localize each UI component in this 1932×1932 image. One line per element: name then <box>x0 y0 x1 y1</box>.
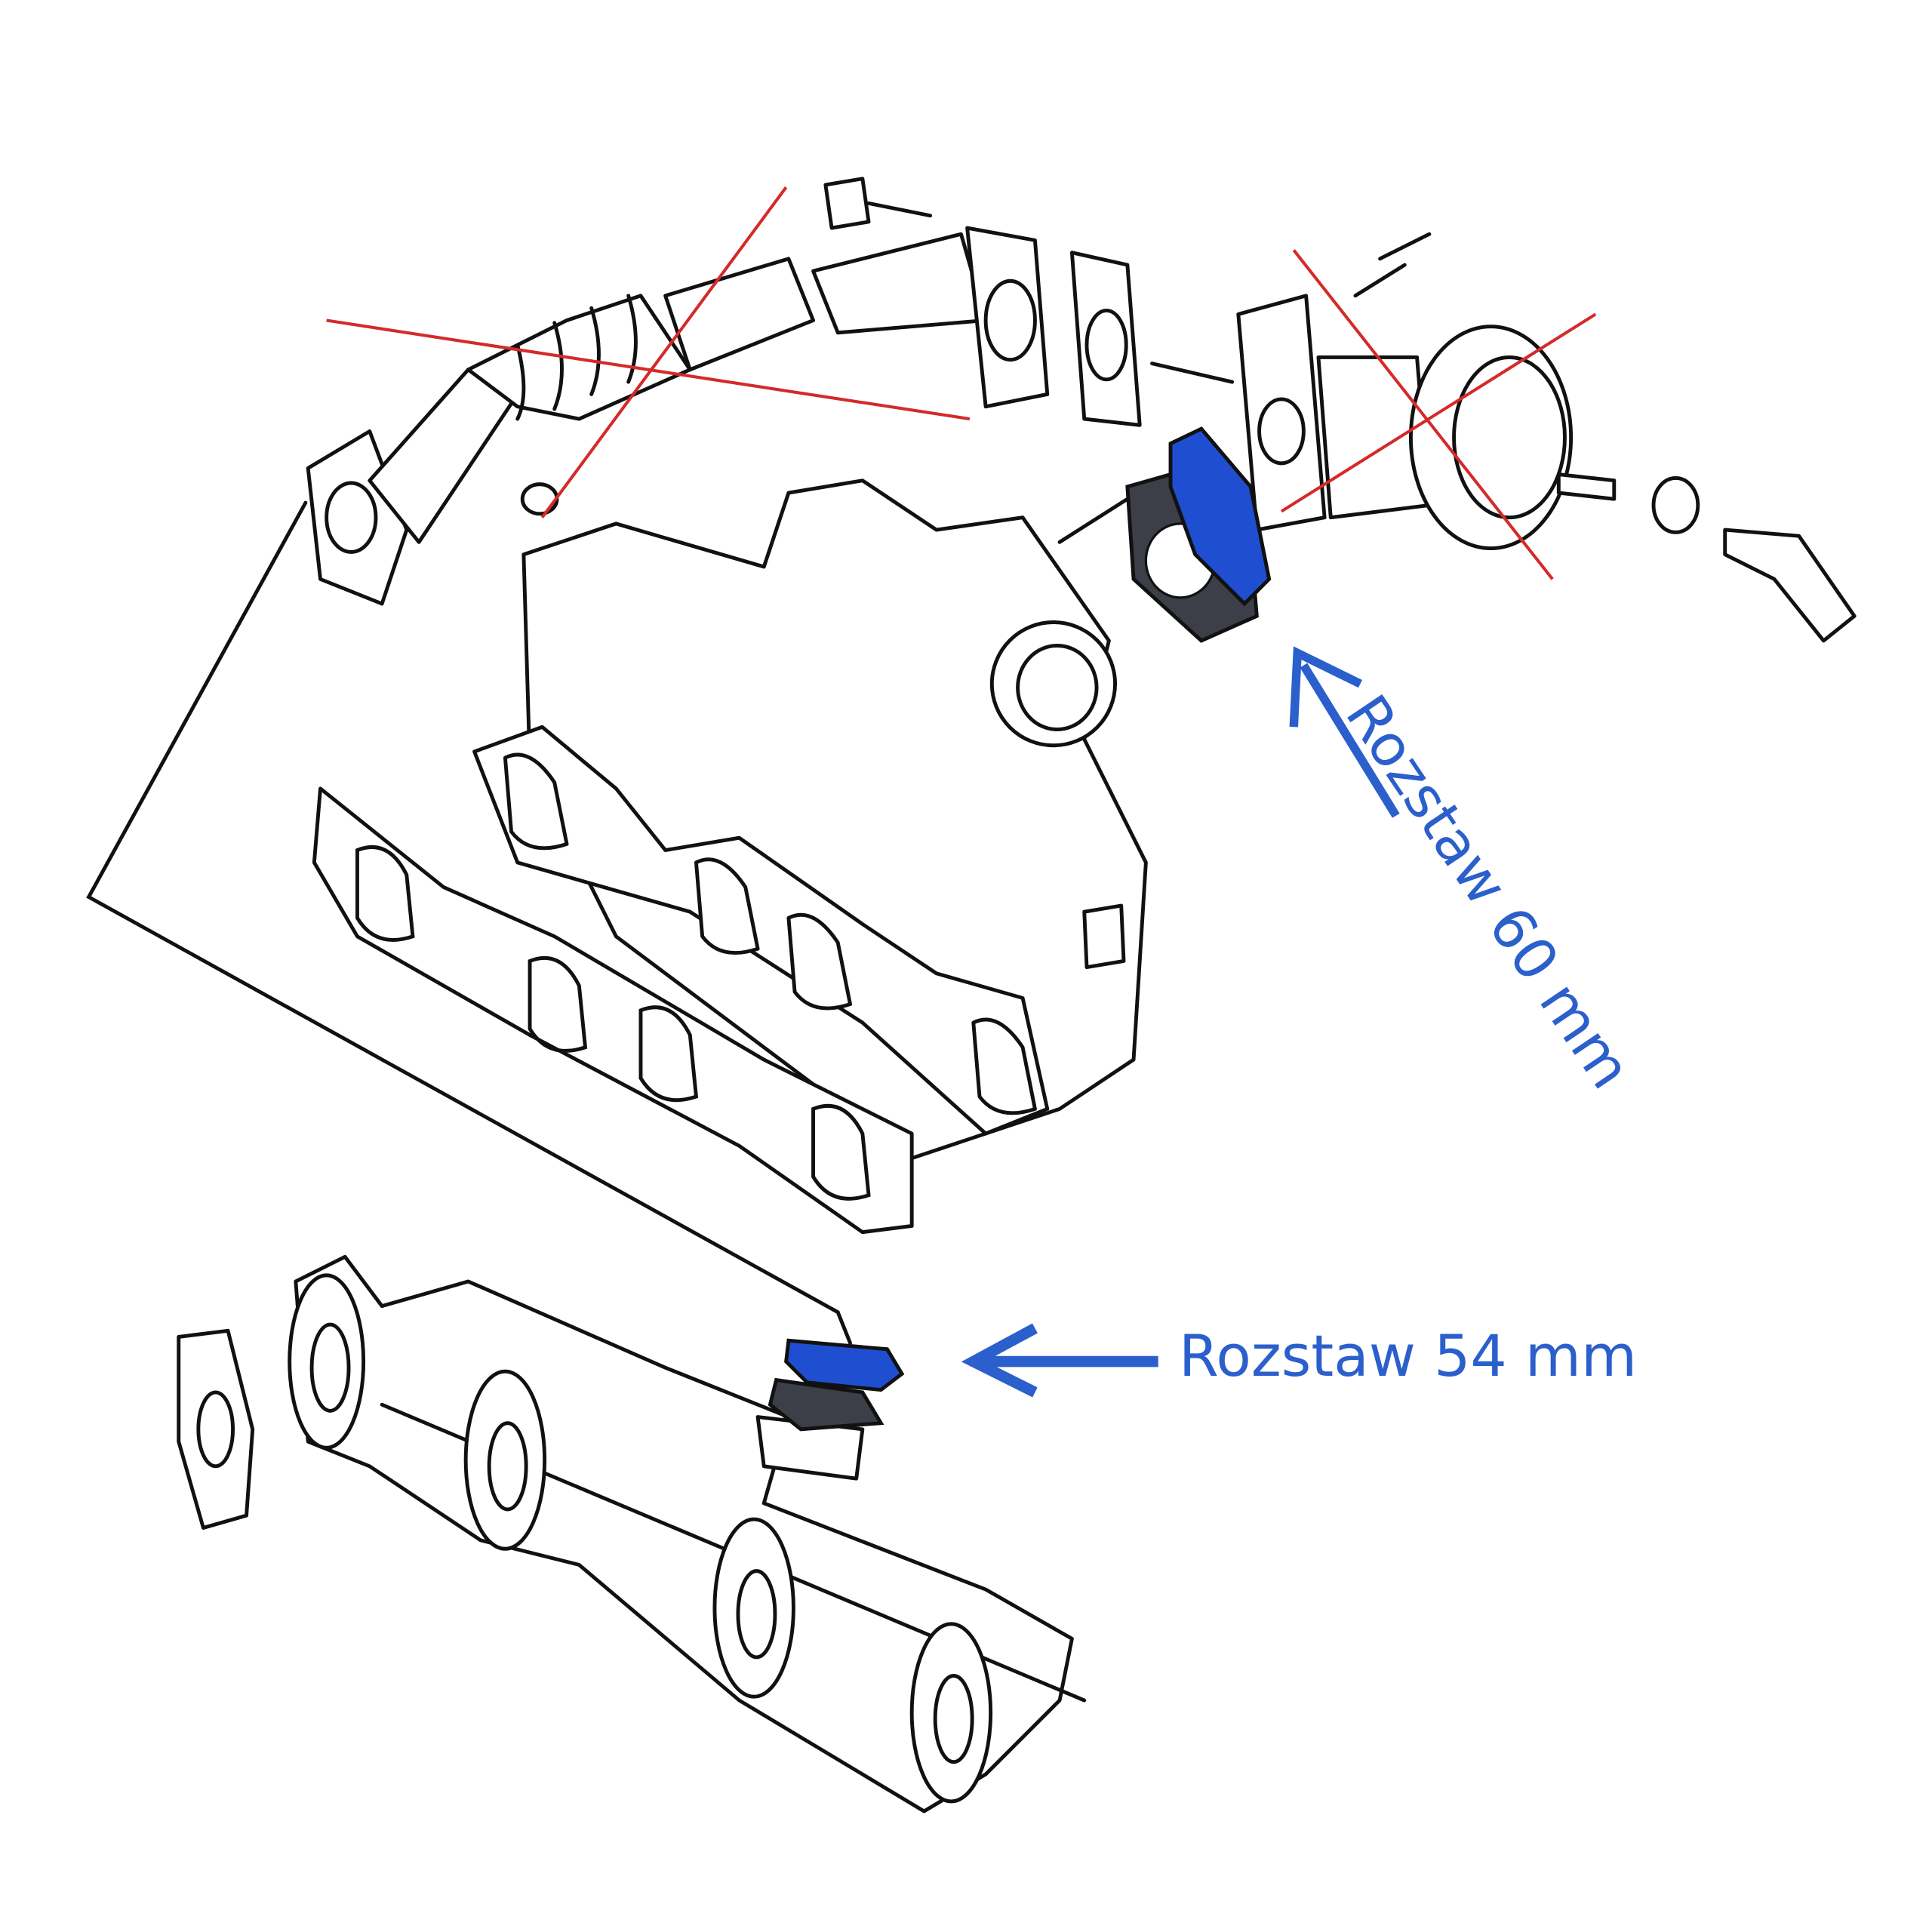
egr-pipe <box>306 177 1142 606</box>
arrow-54 <box>961 1323 1158 1398</box>
cross-out-marks <box>326 186 1597 580</box>
spacing-54-label: Rozstaw 54 mm <box>1179 1322 1637 1389</box>
exhaust-manifold <box>177 1254 1087 1814</box>
arrow-60 <box>1289 646 1400 818</box>
intake-manifold <box>472 478 1148 1161</box>
assembly-line <box>86 500 852 1346</box>
intake-gasket <box>312 786 914 1235</box>
gasket-dark-54 <box>768 1377 884 1432</box>
egr-valve <box>1236 232 1857 643</box>
assembly-line-2 <box>1057 361 1235 544</box>
gasket-blue-60 <box>1168 426 1272 607</box>
gasket-blue-54 <box>784 1338 905 1392</box>
